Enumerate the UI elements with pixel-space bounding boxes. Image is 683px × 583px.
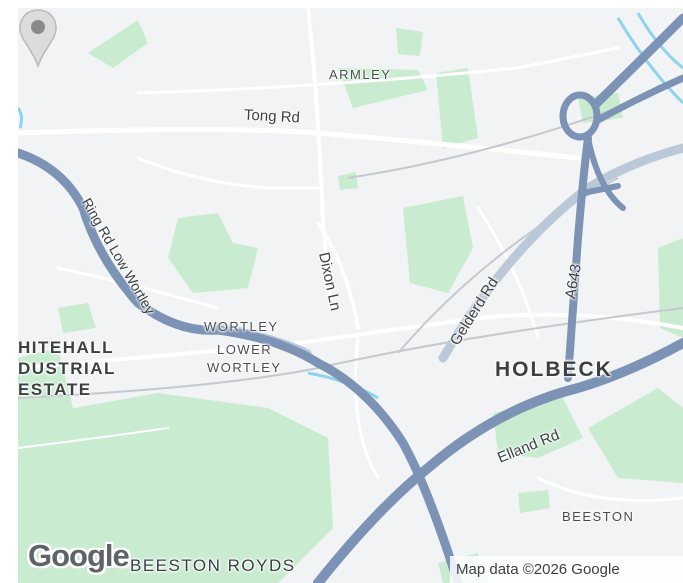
park-area — [396, 28, 423, 56]
motorway — [594, 74, 683, 124]
map-base — [18, 8, 683, 583]
water-feature — [616, 17, 683, 105]
park-area — [88, 20, 148, 68]
area-label-armley: ARMLEY — [329, 67, 392, 82]
road — [136, 46, 620, 95]
motorway-m621 — [313, 338, 683, 583]
motorway — [591, 13, 683, 109]
roundabout — [559, 91, 601, 141]
park-area — [588, 388, 683, 483]
map-attribution[interactable]: Map data ©2026 Google — [450, 556, 683, 583]
road — [18, 427, 169, 449]
ring-road-line — [18, 148, 463, 583]
rail-line — [347, 107, 619, 179]
park-area — [436, 68, 478, 148]
area-label-holbeck: HOLBECK — [495, 358, 613, 381]
road — [354, 336, 380, 480]
park-area — [58, 303, 96, 333]
google-logo[interactable]: Google — [28, 538, 130, 573]
motorway — [580, 183, 621, 196]
area-label-whitehall-line3: ESTATE — [18, 380, 92, 399]
motorway — [585, 135, 626, 211]
area-label-lower: LOWER — [217, 342, 273, 357]
road — [136, 156, 320, 190]
park-area — [403, 196, 473, 293]
park-area — [338, 172, 358, 190]
road-label-tong-rd: Tong Rd — [243, 106, 301, 127]
a643-road-line — [564, 134, 592, 382]
park-areas — [18, 20, 683, 583]
road — [476, 206, 540, 340]
road — [306, 8, 332, 300]
road — [18, 127, 581, 161]
gelderd-road-line — [438, 143, 683, 363]
road — [316, 221, 360, 330]
road — [536, 476, 683, 502]
park-area — [168, 213, 258, 293]
park-area — [518, 490, 550, 513]
area-label-whitehall-line1: HITEHALL — [18, 338, 115, 357]
map-canvas[interactable]: ARMLEY WORTLEY LOWER WORTLEY HOLBECK BEE… — [18, 8, 683, 583]
road — [56, 266, 220, 310]
area-label-beeston-royds: BEESTON ROYDS — [130, 556, 296, 575]
motorways — [18, 13, 683, 583]
water-feature — [18, 107, 24, 129]
map-pin-icon[interactable] — [18, 8, 58, 68]
area-label-beeston: BEESTON — [562, 509, 635, 524]
area-label-whitehall-line2: DUSTRIAL — [18, 359, 116, 378]
area-label-lower-wortley: WORTLEY — [207, 360, 282, 375]
area-label-wortley: WORTLEY — [204, 319, 279, 334]
park-area — [18, 393, 333, 583]
park-area — [658, 238, 683, 338]
